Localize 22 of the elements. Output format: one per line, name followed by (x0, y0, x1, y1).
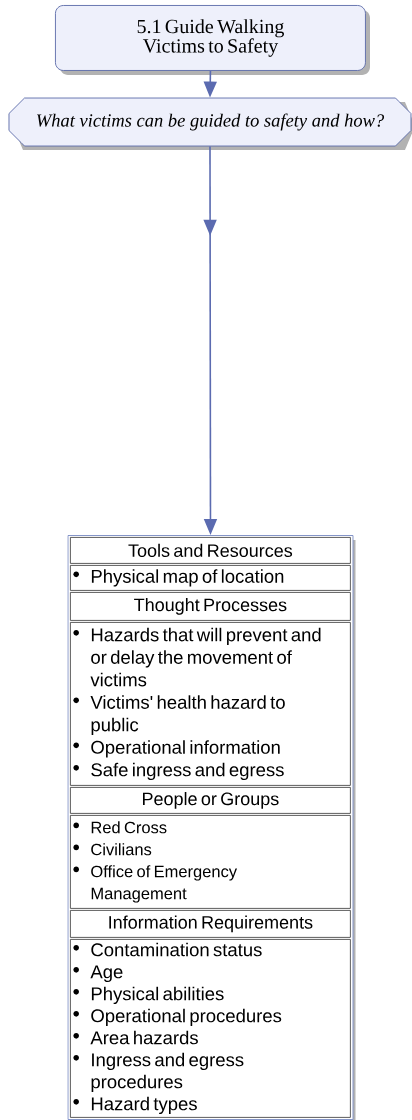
bullet-item: Victims' health hazard to public (73, 695, 285, 736)
bullet-item: Contamination status (73, 942, 262, 957)
bullet-item: Area hazards (73, 1030, 198, 1045)
section-header: People or Groups (70, 787, 351, 814)
bullet-item: Hazard types (73, 1096, 197, 1114)
bullet-item: Operational procedures (73, 1008, 282, 1026)
section-header: Thought Processes (70, 592, 351, 621)
bullet-list (70, 565, 351, 591)
bullet-item: Civilians (73, 843, 152, 856)
bullet-item: Physical map of location (73, 569, 284, 587)
process-box: 5.1 Guide Walking Victims to Safety (55, 5, 366, 71)
question-hexagon: What victims can be guided to safety and how? (8, 97, 412, 147)
section-header: Information Requirements (70, 910, 351, 938)
bullet-item: Ingress and egress procedures (73, 1052, 244, 1092)
bullet-item: Office of Emergency Management (73, 865, 237, 903)
bullet-item: Red Cross (73, 821, 167, 834)
bullet-item: Age (73, 965, 123, 983)
bullet-item: Operational information (73, 740, 280, 758)
bullet-item: Hazards that will prevent and or delay the movement of victims (73, 627, 321, 687)
section-header: Tools and Resources (70, 537, 351, 564)
bullet-item: Physical abilities (73, 986, 224, 1005)
bullet-item: Safe ingress and egress (73, 762, 284, 781)
